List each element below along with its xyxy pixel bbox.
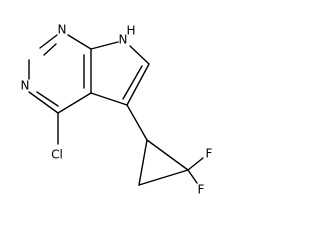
bond-c5-c4a [90, 92, 128, 106]
bond-n1-c2 [39, 34, 58, 49]
bond-n7-c6 [129, 45, 150, 65]
bond-c6-c5 [126, 63, 150, 106]
bond-c4-c4a [57, 92, 92, 114]
atom-label-nh-n: N [119, 33, 128, 47]
bond-cp2-f-lower [187, 169, 198, 184]
double-bond-n3-c4-inner [36, 91, 59, 107]
bond-cp2-cp3 [138, 169, 189, 186]
bond-cp1-cp2 [146, 139, 189, 171]
atom-label-n-left: N [21, 79, 30, 93]
chemical-structure-diagram: N N H N Cl F F [21, 23, 213, 197]
bond-c7a-n1 [67, 34, 92, 50]
pyrrole-ring [90, 41, 150, 106]
double-bond-c2-n1-inner [43, 43, 57, 56]
atom-label-nh-h: H [126, 24, 135, 38]
bond-cp3-cp1 [138, 139, 148, 186]
atom-label-fluorine-upper: F [206, 147, 213, 161]
atom-label-chlorine: Cl [51, 148, 63, 162]
bond-cp2-f-upper [187, 157, 204, 171]
atom-label-fluorine-lower: F [198, 183, 205, 197]
atom-label-n-top: N [58, 23, 67, 37]
bond-c5-cyclopropyl [126, 104, 148, 141]
pyrimidine-ring [28, 34, 92, 114]
bond-c7a-n7 [90, 41, 119, 50]
difluorocyclopropyl-ring [138, 139, 204, 186]
double-bond-c6-c5-inner [122, 65, 143, 100]
bond-n3-c4 [28, 91, 59, 114]
